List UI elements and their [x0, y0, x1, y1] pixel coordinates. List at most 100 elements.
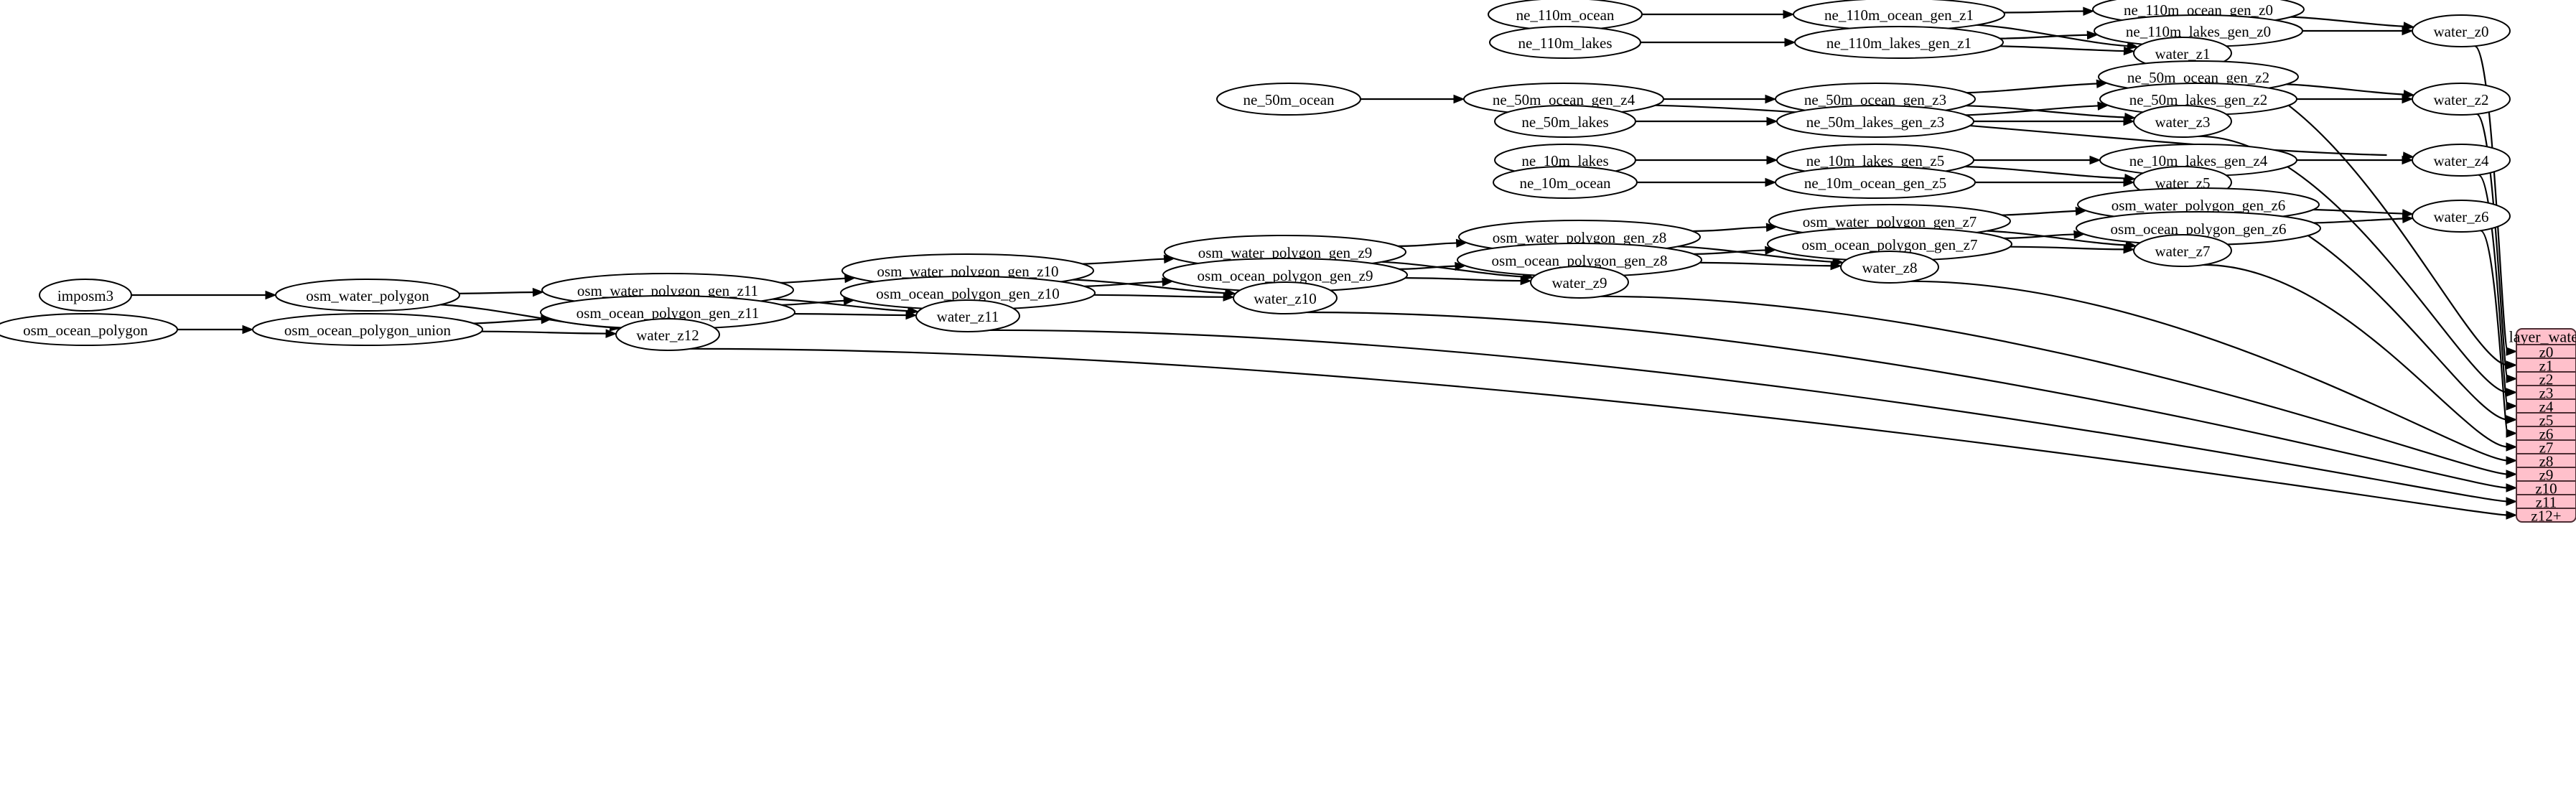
node-shape: [2412, 14, 2511, 47]
node-label: ne_110m_lakes: [1518, 34, 1612, 52]
node-osm_ocean_polygon_gen_z10[interactable]: osm_ocean_polygon_gen_z10: [840, 276, 1096, 310]
edge-osm_ocean_polygon_gen_z9-to-osm_ocean_polygon_gen_z8: [1399, 265, 1463, 270]
edge-ne_10m_lakes_gen_z5-to-water_z5: [1964, 165, 2129, 179]
table-row-z3[interactable]: z3: [2539, 385, 2554, 402]
node-shape: [1776, 105, 1974, 138]
table-row-z12+[interactable]: z12+: [2531, 508, 2561, 525]
node-water_z6[interactable]: water_z6: [2412, 200, 2511, 233]
node-label: water_z11: [937, 308, 999, 325]
table-row-z1[interactable]: z1: [2539, 358, 2554, 375]
node-shape: [1216, 83, 1361, 116]
node-osm_ocean_polygon_union[interactable]: osm_ocean_polygon_union: [252, 313, 483, 346]
node-ne_110m_ocean[interactable]: ne_110m_ocean: [1488, 0, 1643, 31]
node-shape: [615, 318, 720, 351]
node-label: ne_10m_ocean_gen_z5: [1804, 174, 1946, 192]
node-imposm3[interactable]: imposm3: [39, 279, 132, 312]
node-shape: [2133, 105, 2232, 138]
table-row-z7[interactable]: z7: [2539, 439, 2554, 457]
node-ne_110m_lakes[interactable]: ne_110m_lakes: [1489, 26, 1641, 59]
edge-ne_50m_ocean_gen_z2-to-water_z2: [2286, 83, 2410, 95]
node-ne_110m_lakes_gen_z1[interactable]: ne_110m_lakes_gen_z1: [1794, 26, 2004, 59]
node-label: osm_ocean_polygon_gen_z6: [2111, 220, 2287, 238]
node-water_z7[interactable]: water_z7: [2133, 234, 2232, 267]
node-label: water_z6: [2434, 208, 2489, 225]
node-ne_10m_lakes_gen_z4[interactable]: ne_10m_lakes_gen_z4: [2099, 144, 2297, 177]
node-water_z8[interactable]: water_z8: [1840, 251, 1939, 284]
node-water_z10[interactable]: water_z10: [1233, 281, 1338, 314]
node-water_z4[interactable]: water_z4: [2412, 144, 2511, 177]
edge-osm_water_polygon_gen_z8-to-water_z8: [1677, 246, 1837, 263]
node-shape: [1233, 281, 1338, 314]
edge-osm_water_polygon_gen_z9-to-osm_water_polygon_gen_z8: [1398, 242, 1465, 247]
node-label: water_z8: [1862, 259, 1918, 276]
edge-ne_110m_lakes_gen_z1-to-ne_110m_lakes_gen_z0: [1999, 34, 2094, 39]
node-ne_50m_lakes_gen_z3[interactable]: ne_50m_lakes_gen_z3: [1776, 105, 1974, 138]
edge-water_z6-to-layer_water-z6: [2480, 230, 2509, 434]
node-shape: [275, 279, 460, 312]
table-row-z4[interactable]: z4: [2539, 398, 2554, 416]
node-osm_ocean_polygon_gen_z7[interactable]: osm_ocean_polygon_gen_z7: [1767, 227, 2012, 261]
node-label: osm_ocean_polygon_union: [284, 322, 452, 339]
node-water_z12[interactable]: water_z12: [615, 318, 720, 351]
node-label: ne_110m_ocean_gen_z1: [1824, 6, 1974, 24]
node-label: water_z9: [1552, 274, 1607, 291]
table-row-z6[interactable]: z6: [2539, 426, 2554, 443]
node-water_z3[interactable]: water_z3: [2133, 105, 2232, 138]
node-label: ne_50m_lakes_gen_z2: [2129, 91, 2267, 108]
node-ne_50m_ocean_gen_z4[interactable]: ne_50m_ocean_gen_z4: [1463, 83, 1664, 116]
edge-water_z11-to-layer_water-z11: [989, 329, 2509, 503]
node-water_z2[interactable]: water_z2: [2412, 83, 2511, 116]
edge-ne_50m_ocean_gen_z3-to-ne_50m_ocean_gen_z2: [1966, 83, 2102, 94]
edge-osm_ocean_polygon_gen_z11-to-water_z11: [794, 313, 913, 317]
node-ne_110m_ocean_gen_z1[interactable]: ne_110m_ocean_gen_z1: [1793, 0, 2005, 31]
node-ne_10m_ocean_gen_z5[interactable]: ne_10m_ocean_gen_z5: [1775, 166, 1976, 199]
edge-osm_ocean_polygon_union-to-water_z12: [481, 330, 612, 335]
table-row-z2[interactable]: z2: [2539, 371, 2554, 388]
edge-osm_ocean_polygon_gen_z10-to-osm_ocean_polygon_gen_z9: [1084, 281, 1170, 287]
node-layer: ne_110m_ocean ne_110m_ocean_gen_z1 ne_110m…: [0, 0, 2511, 351]
node-label: osm_ocean_polygon: [23, 322, 148, 339]
node-osm_ocean_polygon[interactable]: osm_ocean_polygon: [0, 313, 178, 346]
layer-water-table[interactable]: layer_waterz0z1z2z3z4z5z6z7z8z9z10z11z12…: [2509, 328, 2576, 525]
node-ne_10m_ocean[interactable]: ne_10m_ocean: [1493, 166, 1638, 199]
edge-ne_50m_ocean_gen_z4-to-water_z4: [1655, 104, 2387, 157]
node-shape: [0, 313, 178, 346]
node-label: water_z10: [1254, 290, 1316, 307]
table-row-z8[interactable]: z8: [2539, 453, 2554, 470]
table-row-z9[interactable]: z9: [2539, 467, 2554, 484]
table-title: layer_water: [2509, 328, 2576, 346]
node-ne_50m_lakes[interactable]: ne_50m_lakes: [1494, 105, 1636, 138]
node-label: ne_110m_lakes_gen_z0: [2126, 23, 2271, 40]
node-ne_50m_ocean[interactable]: ne_50m_ocean: [1216, 83, 1361, 116]
edge-osm_water_polygon_gen_z8-to-osm_water_polygon_gen_z7: [1692, 226, 1774, 233]
node-water_z0[interactable]: water_z0: [2412, 14, 2511, 47]
node-shape: [1840, 251, 1939, 284]
node-water_z11[interactable]: water_z11: [915, 299, 1020, 332]
edge-osm_water_polygon_gen_z10-to-osm_water_polygon_gen_z9: [1082, 258, 1172, 265]
node-osm_ocean_polygon_gen_z6[interactable]: osm_ocean_polygon_gen_z6: [2076, 211, 2321, 246]
node-water_z9[interactable]: water_z9: [1530, 266, 1629, 299]
node-label: ne_50m_lakes_gen_z3: [1806, 113, 1944, 131]
table-row-z0[interactable]: z0: [2539, 344, 2554, 361]
node-label: water_z4: [2434, 152, 2489, 169]
node-label: osm_water_polygon: [306, 287, 429, 304]
edge-osm_ocean_polygon_gen_z8-to-osm_ocean_polygon_gen_z7: [1694, 249, 1773, 255]
node-shape: [1775, 166, 1976, 199]
node-label: imposm3: [57, 287, 113, 304]
node-osm_water_polygon[interactable]: osm_water_polygon: [275, 279, 460, 312]
table-outline: [2516, 328, 2576, 523]
edge-ne_50m_ocean_gen_z3-to-water_z3: [1966, 105, 2129, 118]
table-row-z5[interactable]: z5: [2539, 412, 2554, 429]
node-shape: [2133, 234, 2232, 267]
node-ne_50m_lakes_gen_z2[interactable]: ne_50m_lakes_gen_z2: [2099, 83, 2297, 116]
node-shape: [1494, 105, 1636, 138]
edge-osm_water_polygon_gen_z7-to-osm_water_polygon_gen_z6: [2002, 210, 2083, 216]
node-ne_110m_lakes_gen_z0[interactable]: ne_110m_lakes_gen_z0: [2094, 14, 2303, 47]
edge-osm_water_polygon_gen_z6-to-water_z6: [2313, 208, 2409, 215]
edge-osm_water_polygon_gen_z11-to-osm_water_polygon_gen_z10: [780, 277, 853, 284]
edge-ne_110m_lakes_gen_z1-to-water_z1: [1999, 45, 2129, 52]
edge-osm_ocean_polygon_union-to-osm_ocean_polygon_gen_z11: [473, 318, 549, 325]
edge-osm_water_polygon_gen_z7-to-water_z7: [1987, 230, 2131, 246]
node-label: ne_50m_lakes: [1521, 113, 1608, 131]
